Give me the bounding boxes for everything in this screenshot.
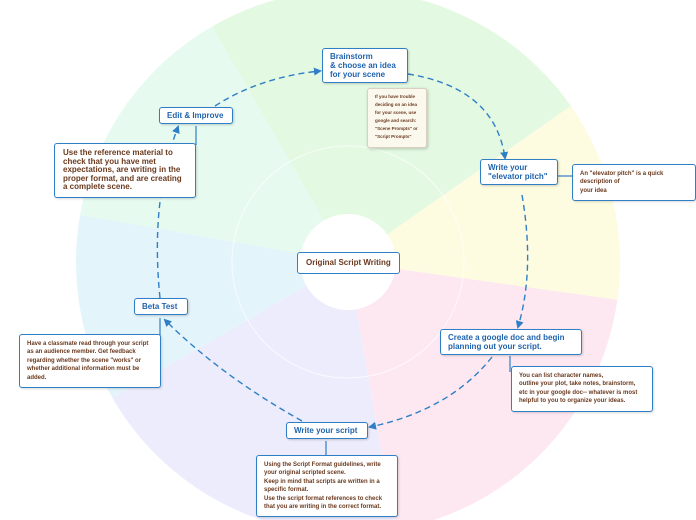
connector-write-script-to-beta-test — [163, 318, 303, 422]
connector-edit-to-brainstorm — [214, 67, 322, 107]
step-beta-test[interactable]: Beta Test — [134, 298, 188, 315]
step-create-google-doc[interactable]: Create a google doc and begin planning o… — [440, 329, 582, 355]
step-edit-improve[interactable]: Edit & Improve — [159, 107, 233, 124]
step-write-script[interactable]: Write your script — [286, 422, 368, 439]
wedge-pink — [348, 262, 618, 520]
note-brainstorm[interactable]: If you have trouble deciding on an idea … — [367, 88, 427, 148]
connector-google-doc-to-write-script — [368, 356, 493, 430]
connector-brainstorm-to-elevator — [407, 73, 509, 160]
inner-ring — [231, 145, 465, 379]
connector-elevator-to-google-doc — [515, 194, 529, 329]
step-brainstorm[interactable]: Brainstorm & choose an idea for your sce… — [322, 48, 408, 83]
note-links — [159, 126, 572, 455]
center-topic[interactable]: Original Script Writing — [297, 252, 400, 274]
note-google-doc[interactable]: You can list character names, outline yo… — [511, 366, 653, 412]
note-beta-test[interactable]: Have a classmate read through your scrip… — [19, 334, 161, 389]
wedge-mint — [80, 26, 348, 263]
note-elevator-pitch[interactable]: An "elevator pitch" is a quick descripti… — [572, 164, 696, 202]
note-write-script[interactable]: Using the Script Format guidelines, writ… — [256, 455, 398, 518]
note-edit-improve[interactable]: Use the reference material to check that… — [54, 143, 196, 198]
wedge-yellow — [348, 105, 620, 300]
step-elevator-pitch[interactable]: Write your "elevator pitch" — [480, 159, 558, 185]
